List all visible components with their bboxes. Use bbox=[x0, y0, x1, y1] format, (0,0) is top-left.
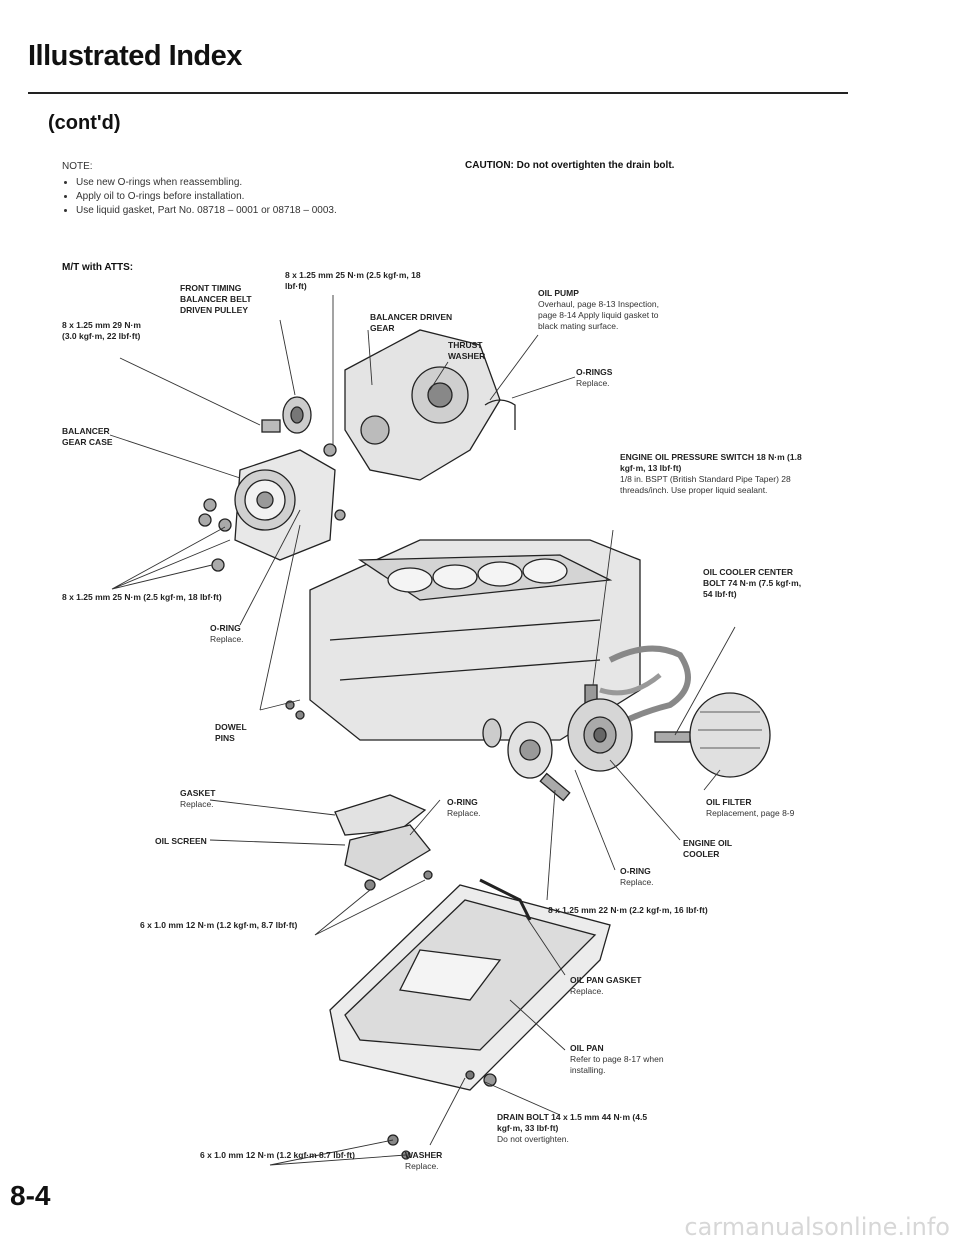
label-bolt-top: 8 x 1.25 mm 25 N·m (2.5 kgf·m, 18 lbf·ft… bbox=[285, 270, 421, 291]
label-bolt-left-mid: 8 x 1.25 mm 25 N·m (2.5 kgf·m, 18 lbf·ft… bbox=[62, 592, 222, 602]
page-subtitle: (cont'd) bbox=[48, 112, 121, 134]
oil-filter-drawing bbox=[689, 692, 771, 778]
note-item: Use liquid gasket, Part No. 08718 – 0001… bbox=[76, 204, 442, 218]
title-rule bbox=[28, 92, 848, 94]
balancer-gear-case-drawing bbox=[234, 449, 336, 561]
label-bolt-left-top: 8 x 1.25 mm 29 N·m (3.0 kgf·m, 22 lbf·ft… bbox=[62, 320, 141, 341]
label-bolt-6mm-top: 6 x 1.0 mm 12 N·m (1.2 kgf·m, 8.7 lbf·ft… bbox=[140, 920, 298, 930]
engine-block-drawing bbox=[285, 539, 641, 741]
oil-pump-drawing bbox=[344, 329, 516, 481]
label-engine-oil-cooler: ENGINE OIL COOLER bbox=[683, 838, 732, 859]
watermark: carmanualsonline.info bbox=[684, 1213, 950, 1241]
small-bolts-drawing bbox=[198, 443, 346, 572]
leader-lines bbox=[109, 295, 736, 1166]
oil-cooler-drawing bbox=[567, 698, 691, 772]
label-bolt-cooler: 8 x 1.25 mm 22 N·m (2.2 kgf·m, 16 lbf·ft… bbox=[548, 905, 708, 915]
driven-pulley-drawing bbox=[261, 396, 312, 434]
label-dowel-pins: DOWEL PINS bbox=[215, 722, 247, 743]
note-heading: NOTE: bbox=[62, 161, 93, 172]
section-label: M/T with ATTS: bbox=[62, 262, 134, 273]
label-balancer-gear-case: BALANCER GEAR CASE bbox=[62, 426, 113, 447]
label-balancer-driven-gear: BALANCER DRIVEN GEAR bbox=[370, 312, 453, 333]
page-number: 8-4 bbox=[10, 1180, 51, 1211]
label-bolt-6mm-bottom: 6 x 1.0 mm 12 N·m (1.2 kgf·m 8.7 lbf·ft) bbox=[200, 1150, 355, 1160]
note-item: Use new O-rings when reassembling. bbox=[76, 176, 442, 190]
oil-hoses-drawing bbox=[598, 645, 691, 738]
note-item: Apply oil to O-rings before installation… bbox=[76, 190, 442, 204]
label-drain-bolt: DRAIN BOLT 14 x 1.5 mm 44 N·m (4.5 kgf·m… bbox=[497, 1112, 648, 1144]
page-title: Illustrated Index bbox=[28, 40, 242, 72]
label-pressure-switch: ENGINE OIL PRESSURE SWITCH 18 N·m (1.8 k… bbox=[620, 452, 802, 495]
caution-text: CAUTION: Do not overtighten the drain bo… bbox=[465, 160, 675, 171]
oil-screen-drawing bbox=[334, 794, 431, 891]
label-oil-cooler-bolt: OIL COOLER CENTER BOLT 74 N·m (7.5 kgf·m… bbox=[703, 567, 802, 599]
oil-pan-drawing bbox=[329, 870, 611, 1160]
note-block: NOTE: Use new O-rings when reassembling.… bbox=[62, 160, 442, 218]
label-oil-screen: OIL SCREEN bbox=[155, 836, 207, 846]
label-front-timing: FRONT TIMING BALANCER BELT DRIVEN PULLEY bbox=[180, 283, 252, 315]
note-list: Use new O-rings when reassembling. Apply… bbox=[62, 176, 442, 218]
cooler-oring-drawing bbox=[482, 718, 571, 802]
label-thrust-washer: THRUST WASHER bbox=[448, 340, 486, 361]
